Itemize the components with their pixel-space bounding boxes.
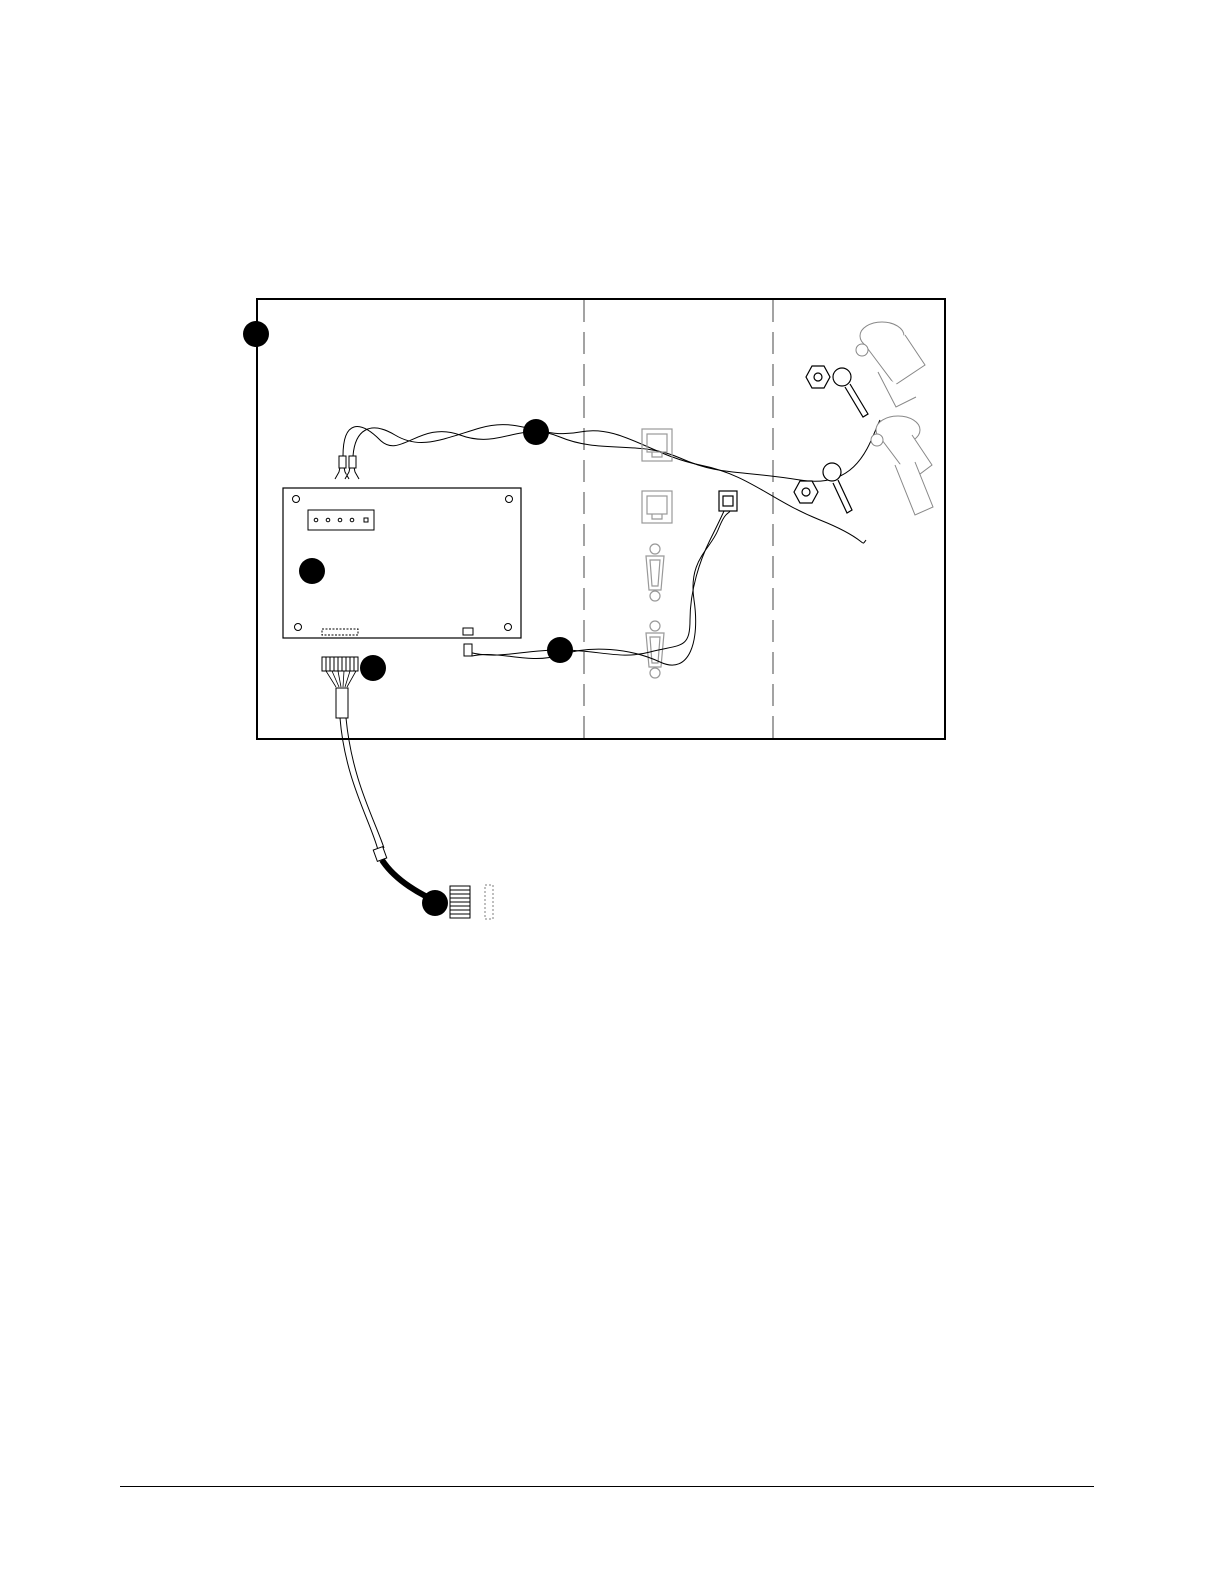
footer-rule [120, 1486, 1094, 1487]
callout-ribbon-connector [360, 655, 386, 681]
hex-nut-upper [806, 366, 830, 388]
small-plug [464, 644, 472, 656]
spade-terminals [335, 456, 359, 479]
ribbon-cable [336, 688, 445, 905]
molex-connector [719, 491, 737, 511]
callout-remote-plug [422, 890, 448, 916]
db9-port-top [646, 544, 664, 601]
remote-terminal-plug [450, 886, 470, 918]
mating-terminal-strip [485, 885, 493, 919]
callout-panel [243, 321, 269, 347]
sensor-studs [856, 322, 933, 515]
rj45-port-bottom [642, 491, 672, 523]
hex-nut-lower [794, 481, 818, 503]
callout-circuit-board [299, 558, 325, 584]
rj45-port-top [642, 429, 672, 461]
callout-serial-cable [547, 637, 573, 663]
ring-terminal-lower [823, 463, 852, 513]
ribbon-connector [322, 657, 358, 687]
callout-twisted-pair [523, 419, 549, 445]
ring-terminal-upper [833, 368, 868, 417]
terminal-block [308, 510, 374, 530]
